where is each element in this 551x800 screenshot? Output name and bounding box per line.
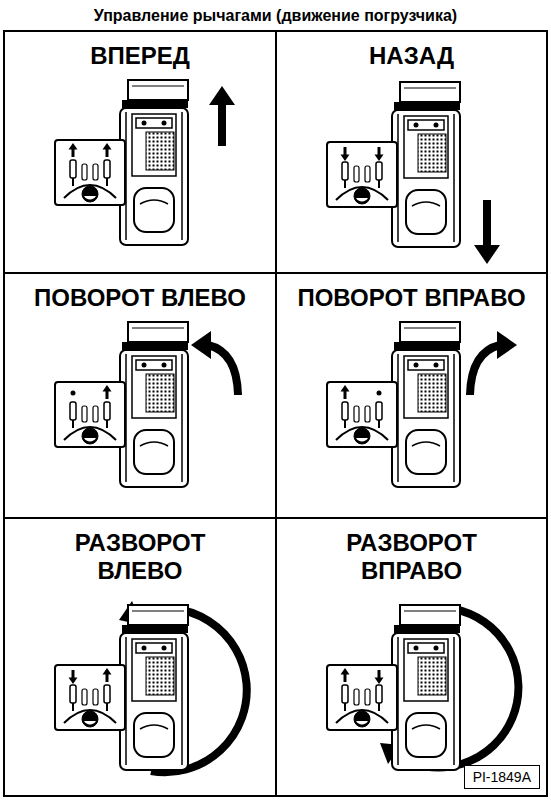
- control-panel: РАЗВОРОТ ВЛЕВО: [3, 517, 277, 797]
- control-panel: ВПЕРЕД: [3, 30, 277, 274]
- page-title: Управление рычагами (движение погрузчика…: [0, 6, 551, 26]
- control-panel: ПОВОРОТ ВЛЕВО: [3, 272, 277, 519]
- figure-code-box: PI-1849A: [464, 765, 540, 789]
- control-panel: РАЗВОРОТ ВПРАВО PI-1849A: [275, 517, 548, 797]
- panel-heading: ПОВОРОТ ВПРАВО: [281, 284, 543, 312]
- panel-heading: ВПЕРЕД: [15, 42, 265, 70]
- control-panel: НАЗАД: [275, 30, 548, 274]
- figure-code: PI-1849A: [473, 769, 531, 785]
- panel-heading: НАЗАД: [287, 42, 537, 70]
- panel-heading: РАЗВОРОТ ВПРАВО: [319, 529, 504, 585]
- control-panel: ПОВОРОТ ВПРАВО: [275, 272, 548, 519]
- panel-heading: РАЗВОРОТ ВЛЕВО: [48, 529, 233, 585]
- panel-heading: ПОВОРОТ ВЛЕВО: [9, 284, 271, 312]
